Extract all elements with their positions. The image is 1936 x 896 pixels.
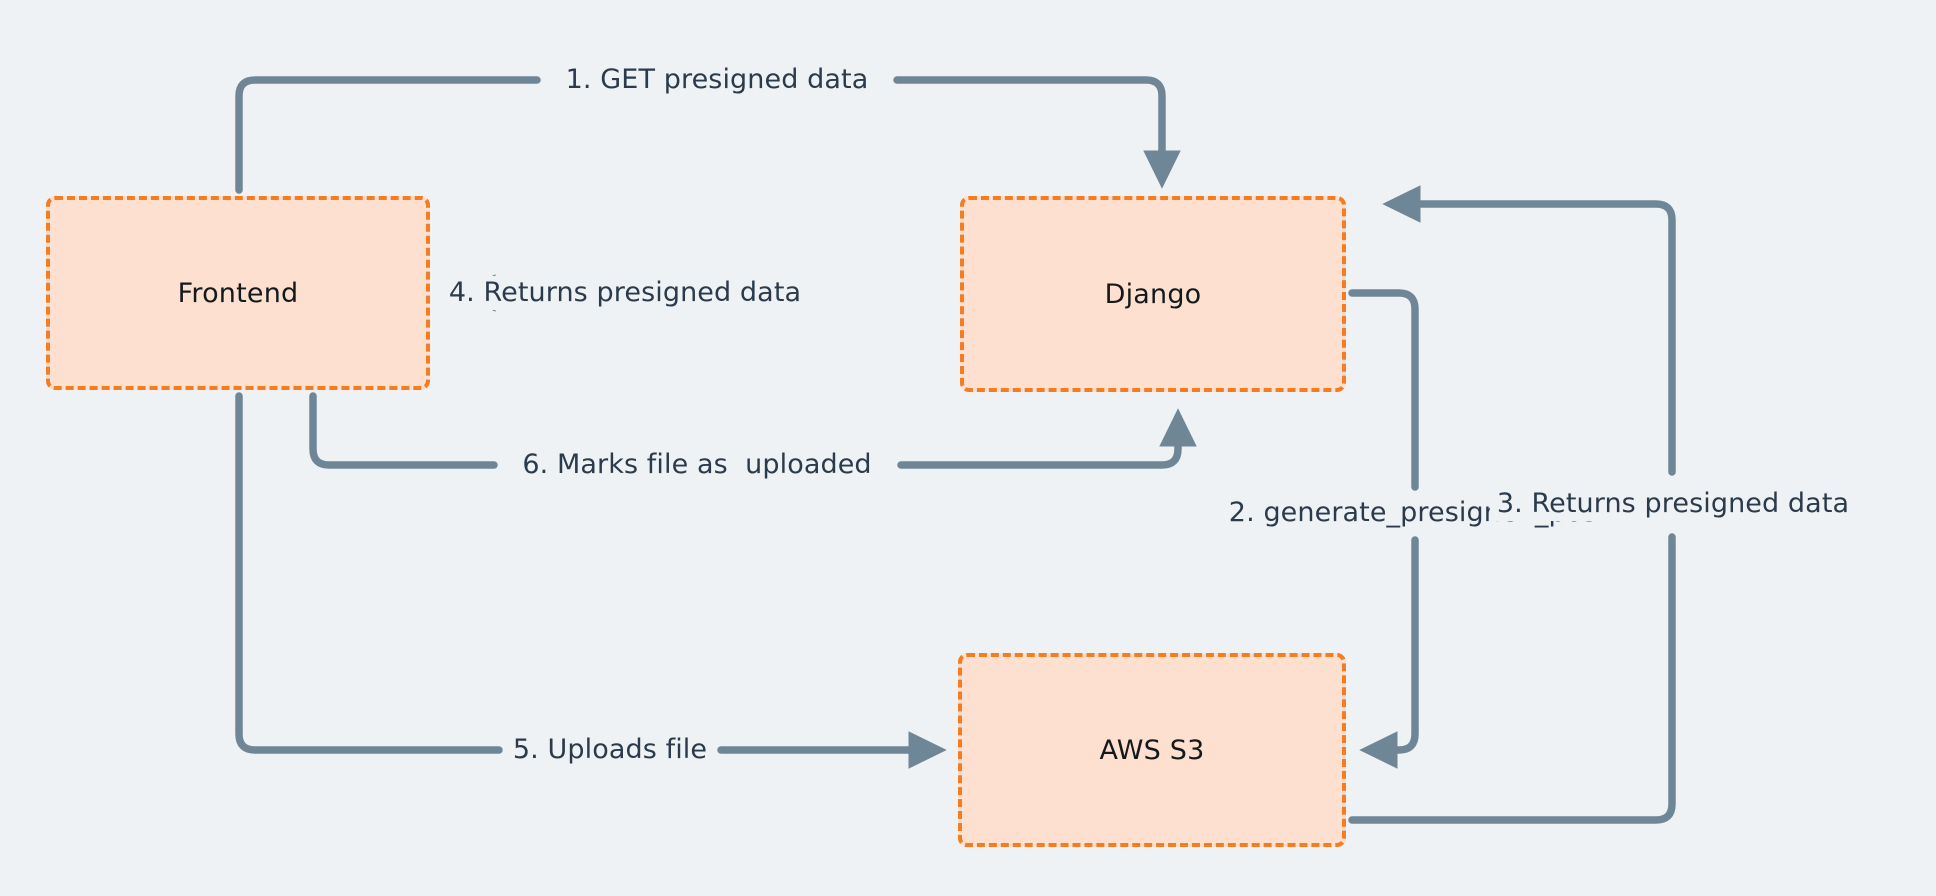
node-frontend[interactable]: Frontend xyxy=(46,196,430,390)
edge-step1-segment-right xyxy=(893,76,1181,189)
edge-label-step3: 3. Returns presigned data xyxy=(1489,487,1857,521)
edge-label-step4: 4. Returns presigned data xyxy=(441,276,809,310)
edge-label-step5: 5. Uploads file xyxy=(505,733,715,767)
node-aws-s3-label: AWS S3 xyxy=(1099,734,1205,766)
edge-label-step6: 6. Marks file as uploaded xyxy=(515,448,879,482)
edge-step2-segment-top xyxy=(1348,289,1419,491)
node-django-label: Django xyxy=(1104,278,1202,310)
edge-step1-segment-left xyxy=(235,76,541,194)
edge-step6-segment-right xyxy=(897,408,1197,469)
edge-step5-segment-left xyxy=(235,392,503,754)
edge-label-step1: 1. GET presigned data xyxy=(558,63,876,97)
node-aws-s3[interactable]: AWS S3 xyxy=(958,653,1346,847)
node-frontend-label: Frontend xyxy=(177,277,299,309)
edge-step2-segment-bottom xyxy=(1359,536,1419,769)
edge-step3-segment-bottom xyxy=(1348,533,1676,824)
edge-step3-segment-top xyxy=(1382,185,1676,476)
edge-step6-segment-left xyxy=(309,392,498,469)
node-django[interactable]: Django xyxy=(960,196,1346,392)
